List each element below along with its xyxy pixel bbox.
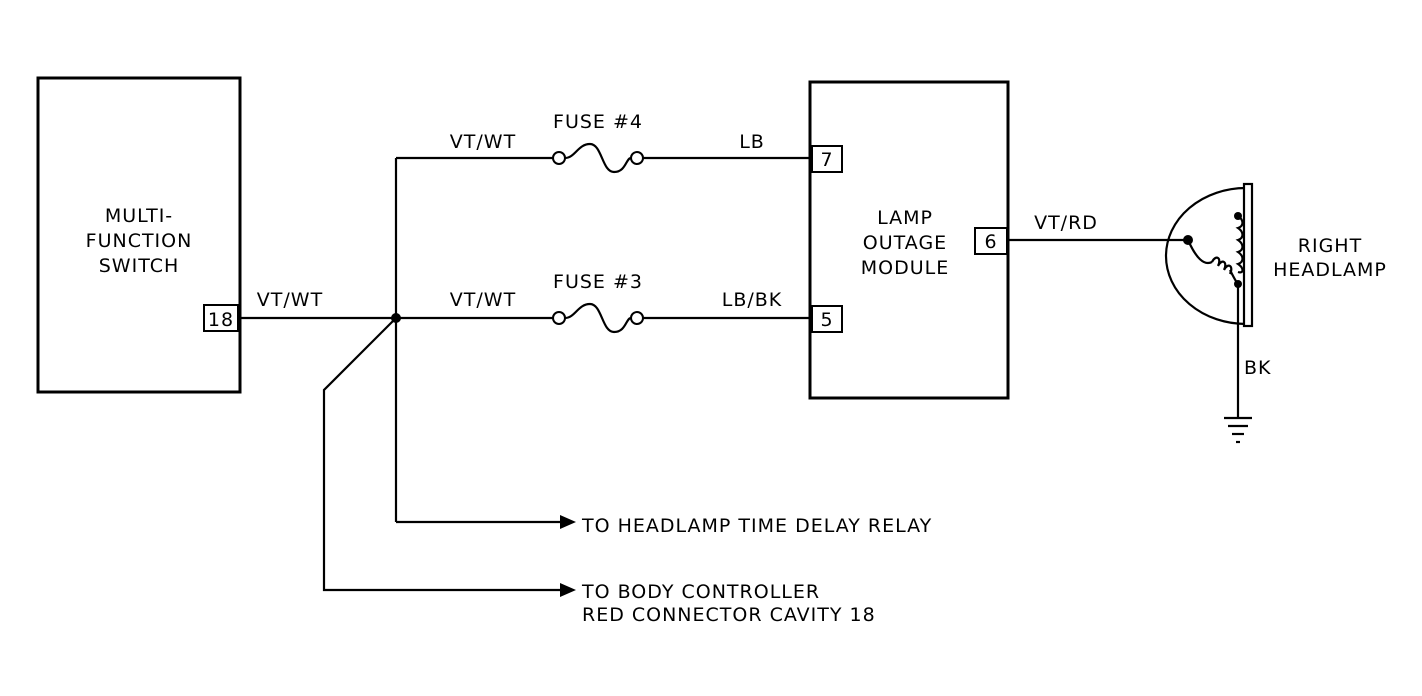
arrow-body-controller-icon — [560, 583, 576, 597]
destination-body-line-1: TO BODY CONTROLLER — [581, 581, 820, 603]
wire-label-switch-out: VT/WT — [257, 289, 323, 311]
headlamp-label-line-2: HEADLAMP — [1273, 259, 1387, 281]
wire-label-module-to-lamp: VT/RD — [1034, 212, 1098, 234]
destination-body-line-2: RED CONNECTOR CAVITY 18 — [582, 604, 876, 626]
wire-label-to-fuse-4: VT/WT — [450, 131, 516, 153]
module-pin-5-box — [811, 305, 843, 333]
module-pin-7: 7 — [820, 149, 833, 171]
right-headlamp: RIGHT HEADLAMP — [1164, 182, 1387, 328]
switch-label-line-1: MULTI- — [105, 205, 173, 227]
ground-symbol-icon — [1224, 416, 1252, 444]
switch-label-line-2: FUNCTION — [86, 230, 193, 252]
switch-pin-number: 18 — [208, 309, 234, 331]
module-label-line-2: OUTAGE — [863, 232, 947, 254]
wire-label-fuse-4-out: LB — [739, 131, 765, 153]
lamp-outage-module: LAMP OUTAGE MODULE 7 5 6 — [808, 80, 1010, 400]
fuse-4: FUSE #4 — [552, 111, 644, 174]
multi-function-switch: MULTI- FUNCTION SWITCH 18 — [36, 76, 242, 394]
headlamp-label-line-1: RIGHT — [1298, 235, 1362, 257]
module-label-line-3: MODULE — [861, 257, 949, 279]
fuse-3: FUSE #3 — [552, 271, 644, 334]
wire-label-ground: BK — [1244, 357, 1272, 379]
wire-to-body-controller — [322, 317, 562, 592]
module-label-line-1: LAMP — [877, 207, 933, 229]
switch-label-line-3: SWITCH — [99, 255, 180, 277]
fuse-4-label: FUSE #4 — [553, 111, 643, 133]
module-pin-7-box — [811, 145, 843, 173]
module-pin-6-box — [974, 227, 1008, 255]
module-pin-6: 6 — [984, 231, 997, 253]
wire-label-to-fuse-3: VT/WT — [450, 289, 516, 311]
destination-relay: TO HEADLAMP TIME DELAY RELAY — [581, 515, 932, 537]
arrow-relay-icon — [560, 515, 576, 529]
fuse-3-label: FUSE #3 — [553, 271, 643, 293]
module-pin-5: 5 — [820, 309, 833, 331]
wire-label-fuse-3-out: LB/BK — [722, 289, 783, 311]
switch-pin-box — [203, 304, 239, 332]
